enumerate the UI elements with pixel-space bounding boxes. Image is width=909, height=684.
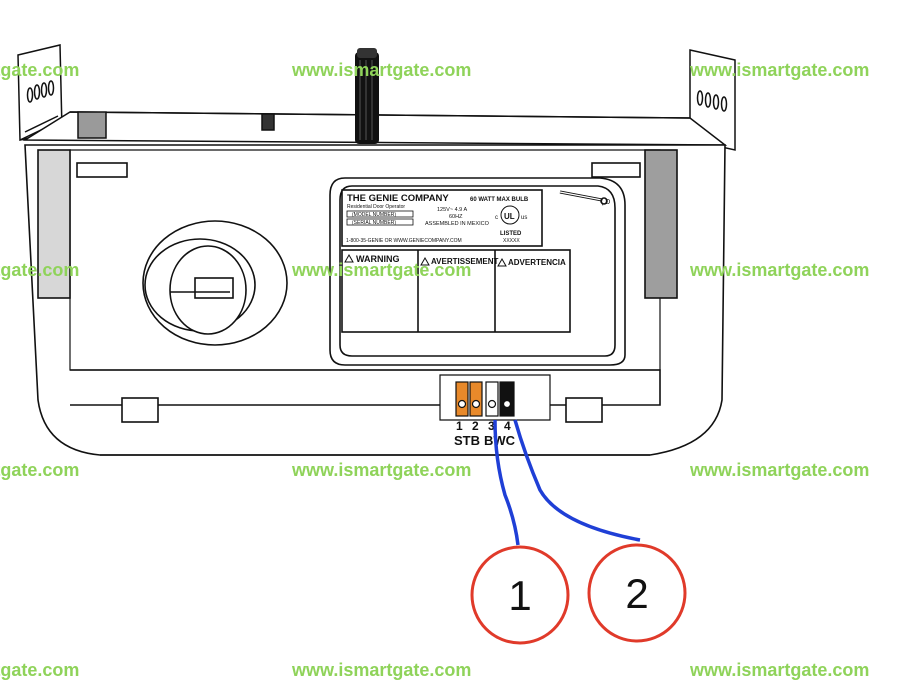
label-frequency: 60HZ bbox=[449, 214, 463, 220]
terminal-num-1: 1 bbox=[456, 419, 463, 433]
wire-to-callout-1 bbox=[493, 419, 520, 546]
label-c: c bbox=[495, 215, 498, 221]
label-subtitle: Residential Door Operator bbox=[347, 204, 405, 210]
warning-fr: AVERTISSEMENT bbox=[431, 257, 499, 266]
terminal-2 bbox=[469, 381, 483, 417]
callout-1-label: 1 bbox=[508, 572, 531, 619]
label-text: THE GENIE COMPANY Residential Door Opera… bbox=[346, 193, 610, 244]
terminal-3 bbox=[485, 381, 499, 417]
warning-en: WARNING bbox=[356, 254, 400, 264]
label-listed: LISTED bbox=[500, 231, 522, 237]
terminal-1 bbox=[455, 381, 469, 417]
watermark: www.ismartgate.com bbox=[291, 660, 471, 680]
warning-icon bbox=[344, 253, 354, 263]
watermarks: www.ismartgate.com www.ismartgate.com ww… bbox=[0, 60, 869, 680]
callout-2-label: 2 bbox=[625, 570, 648, 617]
watermark: www.ismartgate.com bbox=[689, 460, 869, 480]
watermark: www.ismartgate.com bbox=[0, 60, 79, 80]
terminal-num-4: 4 bbox=[504, 419, 511, 433]
watermark: www.ismartgate.com bbox=[0, 260, 79, 280]
label-bulb: 60 WATT MAX BULB bbox=[470, 197, 529, 203]
watermark: www.ismartgate.com bbox=[0, 460, 79, 480]
label-us: us bbox=[521, 215, 527, 221]
wires bbox=[493, 419, 641, 546]
watermark: www.ismartgate.com bbox=[689, 660, 869, 680]
left-bracket bbox=[17, 44, 63, 141]
ul-mark-icon bbox=[500, 205, 520, 225]
warning-headers: WARNING AVERTISSEMENT ADVERTENCIA bbox=[344, 253, 566, 267]
terminal-4 bbox=[499, 381, 515, 417]
callout-2: 2 bbox=[587, 543, 687, 643]
terminal-num-3: 3 bbox=[488, 419, 495, 433]
wire-to-callout-2 bbox=[513, 419, 641, 542]
terminal-block bbox=[439, 374, 551, 421]
watermark: www.ismartgate.com bbox=[0, 660, 79, 680]
terminal-num-2: 2 bbox=[472, 419, 479, 433]
right-bracket bbox=[689, 49, 736, 151]
small-mark: ( D bbox=[601, 199, 610, 206]
warning-icon bbox=[497, 257, 507, 267]
callout-1: 1 bbox=[470, 545, 570, 645]
watermark: www.ismartgate.com bbox=[291, 460, 471, 480]
label-serial: (SERIAL NUMBER) bbox=[352, 220, 396, 226]
label-model: (MODEL NUMBER) bbox=[352, 212, 396, 218]
label-rating: 125V~ 4.9 A bbox=[437, 207, 467, 213]
watermark: www.ismartgate.com bbox=[689, 260, 869, 280]
terminal-group-bwc: BWC bbox=[484, 433, 516, 448]
shaft-knob bbox=[355, 48, 379, 144]
label-ul: UL bbox=[504, 212, 515, 221]
label-listed-code: XXXXX bbox=[503, 238, 520, 244]
warning-es: ADVERTENCIA bbox=[508, 258, 566, 267]
watermark: www.ismartgate.com bbox=[291, 60, 471, 80]
terminal-labels: 1 2 3 4 STB BWC bbox=[454, 419, 516, 448]
watermark: www.ismartgate.com bbox=[689, 60, 869, 80]
terminal-group-stb: STB bbox=[454, 433, 480, 448]
label-contact: 1-800-35-GENIE OR WWW.GENIECOMPANY.COM bbox=[346, 238, 462, 244]
label-assembled: ASSEMBLED IN MEXICO bbox=[425, 221, 490, 227]
label-company: THE GENIE COMPANY bbox=[347, 193, 449, 204]
watermark: www.ismartgate.com bbox=[291, 260, 471, 280]
label-frame bbox=[329, 177, 626, 366]
warning-icon bbox=[420, 256, 430, 266]
light-socket bbox=[142, 220, 288, 346]
